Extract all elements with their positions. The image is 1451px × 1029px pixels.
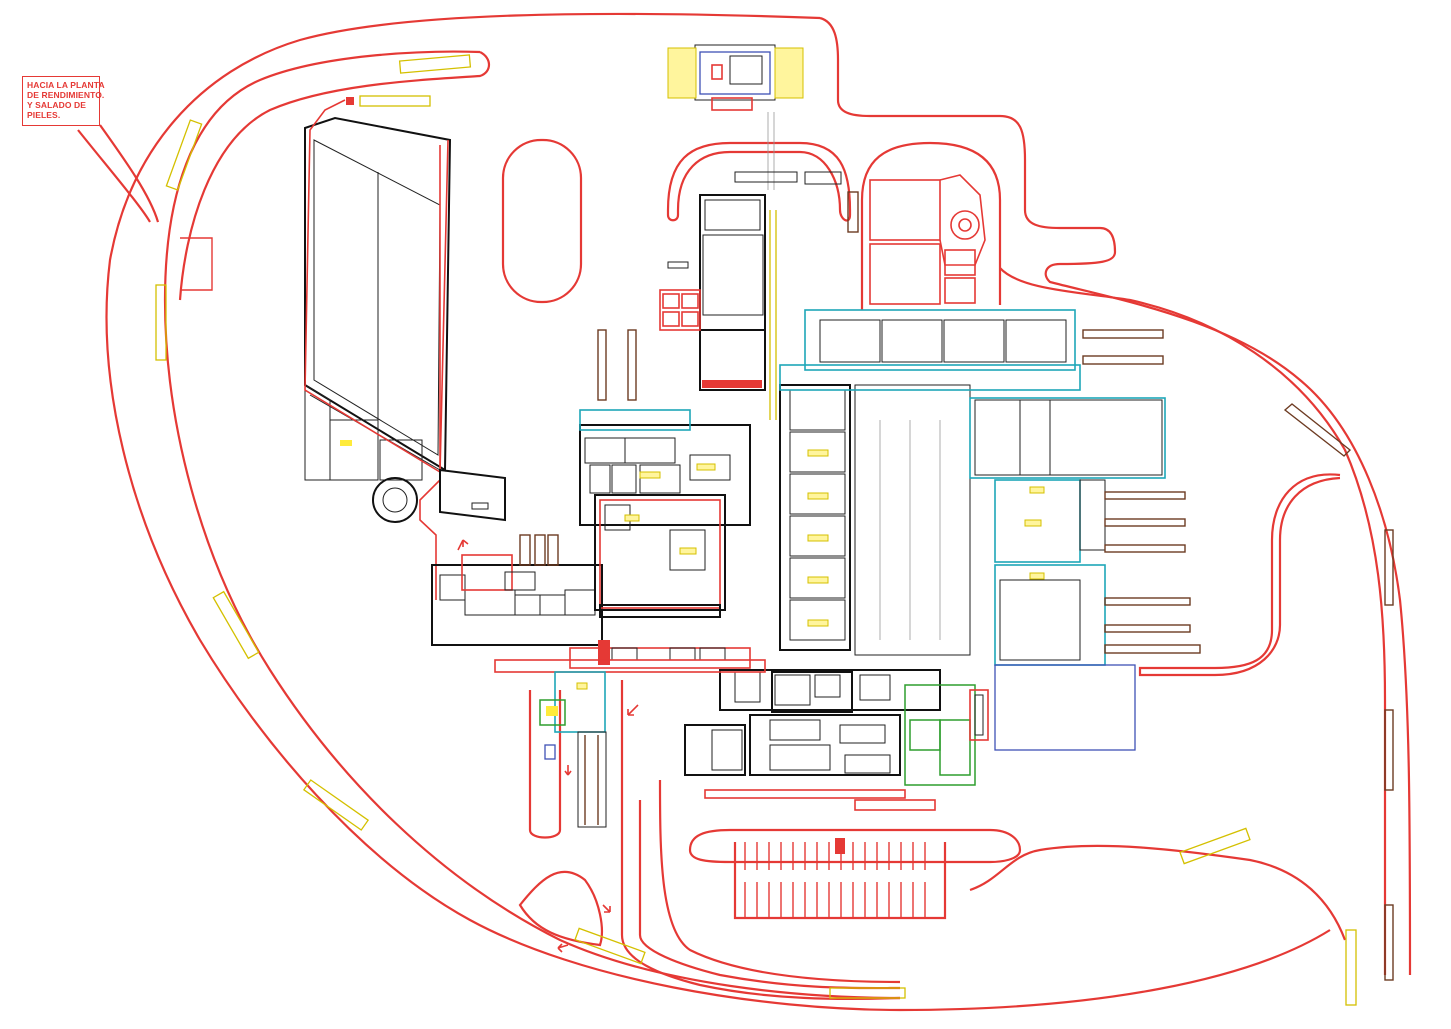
note-line-1: HACIA LA PLANTA — [27, 80, 105, 90]
central-complex — [431, 309, 1166, 828]
top-loading-dock — [667, 44, 842, 190]
note-line-4: PIELES. — [27, 110, 61, 120]
trucks — [155, 54, 1357, 1006]
main-warehouse — [304, 97, 506, 600]
road-network — [77, 12, 1412, 1012]
parking-stalls — [744, 842, 926, 918]
processing-building-top — [659, 194, 777, 420]
treatment-plant — [847, 174, 986, 305]
oval-islands — [501, 138, 1002, 310]
traffic-arrows — [457, 539, 639, 953]
note-line-3: Y SALADO DE — [27, 100, 87, 110]
stacks — [597, 329, 1394, 981]
parking-lot — [518, 680, 1022, 1001]
direction-note: HACIA LA PLANTA DE RENDIMIENTO. Y SALADO… — [22, 76, 105, 126]
note-line-2: DE RENDIMIENTO. — [27, 90, 105, 100]
